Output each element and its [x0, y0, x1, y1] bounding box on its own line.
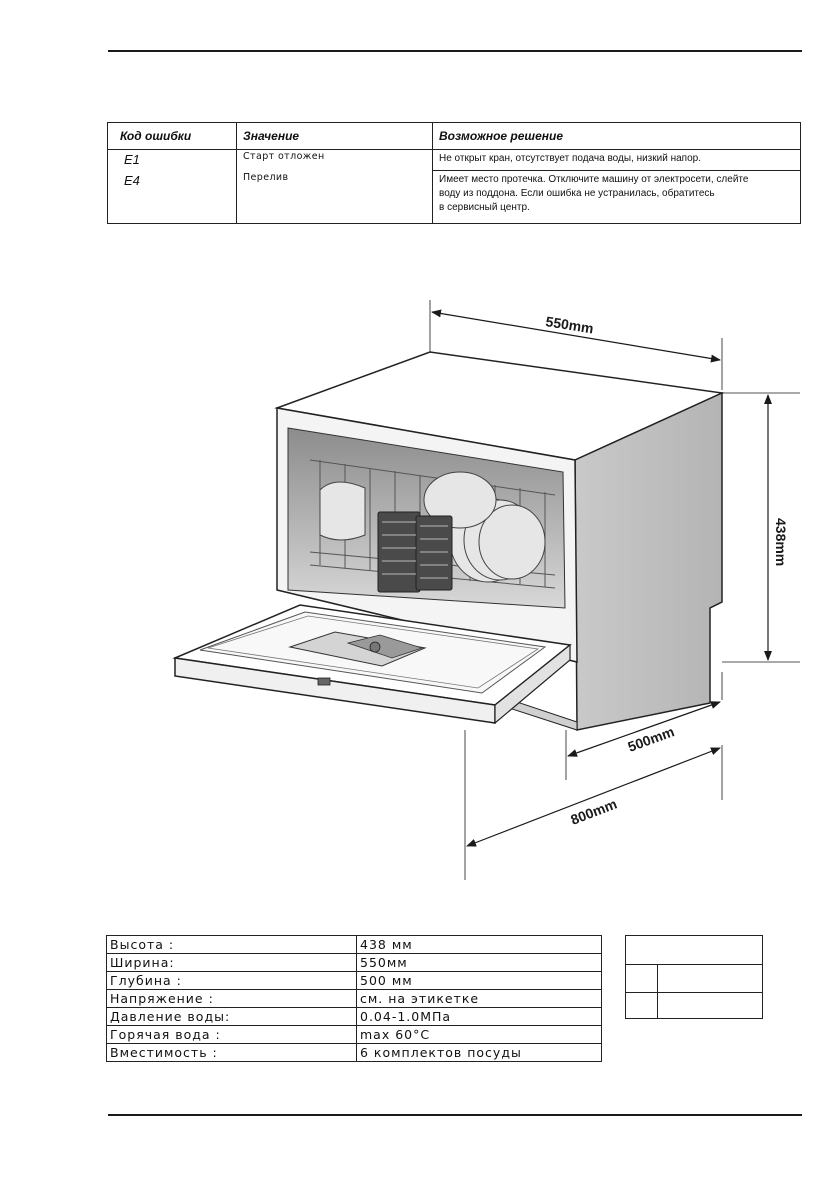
table-row: Давление воды: 0.04-1.0MПa: [106, 1007, 602, 1026]
spec-value: 438 мм: [356, 935, 602, 954]
spec-label: Горячая вода :: [106, 1025, 357, 1044]
spec-value: см. на этикетке: [356, 989, 602, 1008]
error-table-header: Код ошибки Значение Возможное решение: [107, 122, 801, 150]
dishwasher-door: [172, 604, 572, 725]
spec-value: 6 комплектов посуды: [356, 1043, 602, 1062]
dimension-width: 550mm: [545, 313, 595, 336]
header-solution: Возможное решение: [432, 122, 801, 150]
spec-label: Вместимость :: [106, 1043, 357, 1062]
spec-value: max 60°C: [356, 1025, 602, 1044]
spec-label: Высота :: [106, 935, 357, 954]
spec-value: 0.04-1.0MПa: [356, 1007, 602, 1026]
footer-rule: [108, 1114, 802, 1116]
spec-value: 500 мм: [356, 971, 602, 990]
table-row: E4 Перелив Имеет место протечка. Отключи…: [107, 170, 801, 224]
table-row: Глубина : 500 мм: [106, 971, 602, 990]
error-solution: Имеет место протечка. Отключите машину о…: [432, 170, 801, 224]
table-row: E1 Старт отложен Не открыт кран, отсутст…: [107, 149, 801, 171]
error-meaning: Старт отложен: [236, 149, 433, 171]
header-meaning: Значение: [236, 122, 433, 150]
empty-marking-box: [625, 935, 763, 1019]
divider: [657, 964, 658, 1018]
spec-label: Глубина :: [106, 971, 357, 990]
dishwasher-dimension-diagram: 550mm 438mm 500mm 800mm: [172, 300, 800, 880]
specifications-table: Высота : 438 мм Ширина: 550мм Глубина : …: [106, 935, 602, 1062]
dimension-depth: 500mm: [626, 723, 677, 755]
dishwasher-body: [274, 351, 725, 731]
error-code-table: Код ошибки Значение Возможное решение E1…: [107, 122, 801, 224]
dimension-open-depth: 800mm: [568, 796, 619, 828]
header-code: Код ошибки: [107, 122, 237, 150]
divider: [626, 992, 762, 993]
error-code: E1: [107, 149, 237, 171]
error-meaning: Перелив: [236, 170, 433, 224]
spec-label: Ширина:: [106, 953, 357, 972]
dimension-lines: [429, 300, 800, 880]
table-row: Напряжение : см. на этикетке: [106, 989, 602, 1008]
header-rule: [108, 50, 802, 52]
error-solution: Не открыт кран, отсутствует подача воды,…: [432, 149, 801, 171]
spec-label: Напряжение :: [106, 989, 357, 1008]
divider: [626, 964, 762, 965]
spec-value: 550мм: [356, 953, 602, 972]
table-row: Горячая вода : max 60°C: [106, 1025, 602, 1044]
error-code: E4: [107, 170, 237, 224]
dimension-height: 438mm: [773, 518, 789, 566]
table-row: Ширина: 550мм: [106, 953, 602, 972]
table-row: Вместимость : 6 комплектов посуды: [106, 1043, 602, 1062]
spec-label: Давление воды:: [106, 1007, 357, 1026]
table-row: Высота : 438 мм: [106, 935, 602, 954]
